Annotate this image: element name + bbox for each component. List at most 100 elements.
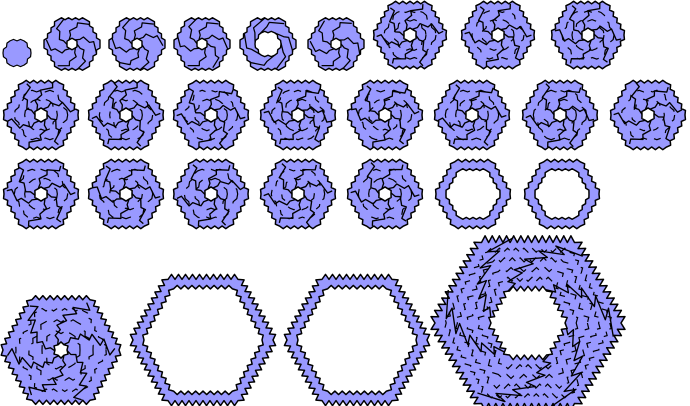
tiling-hole-c2 [119, 186, 133, 202]
piece-boundary [194, 98, 228, 132]
piece-boundary [176, 35, 200, 52]
piece-boundary [556, 87, 582, 110]
tiling-b7 [521, 79, 599, 151]
piece-boundary [176, 195, 210, 207]
piece-boundary [364, 85, 380, 117]
piece-boundary [206, 42, 220, 69]
piece-boundary [278, 163, 293, 195]
piece-boundary [24, 177, 58, 211]
piece-boundary [37, 165, 62, 189]
piece-boundary [274, 32, 294, 52]
piece-boundary [208, 88, 235, 110]
tiling-hole-c1 [34, 186, 48, 202]
piece-boundary [243, 33, 261, 55]
piece-boundary [278, 198, 302, 224]
tiling-c4 [259, 158, 337, 230]
piece-boundary [525, 114, 558, 127]
piece-boundary [464, 31, 496, 46]
tiling-hole-d1 [53, 341, 69, 359]
piece-boundary [500, 24, 532, 38]
tiling-hole-b6 [465, 107, 479, 123]
piece-boundary [203, 34, 229, 49]
piece-boundary [139, 44, 150, 71]
piece-boundary [381, 164, 404, 190]
piece-boundary [66, 349, 88, 401]
piece-boundary [111, 37, 135, 53]
tiling-c3 [172, 158, 250, 230]
piece-boundary [43, 182, 76, 196]
piece-boundary [122, 18, 133, 45]
piece-boundary [128, 103, 161, 116]
piece-boundary [216, 193, 230, 226]
piece-boundary [303, 113, 321, 143]
piece-boundary [46, 114, 62, 146]
piece-boundary [276, 86, 293, 117]
piece-boundary [503, 33, 521, 61]
piece-boundary [581, 3, 601, 31]
piece-boundary [270, 89, 326, 141]
tiling-hole-a5 [254, 30, 282, 58]
tiling-b3 [172, 79, 250, 151]
piece-boundary [357, 89, 413, 141]
piece-boundary [390, 192, 407, 222]
piece-boundary [350, 190, 383, 205]
row-3 [2, 158, 601, 230]
piece-boundary [198, 119, 218, 148]
piece-boundary [321, 47, 341, 67]
piece-boundary [551, 320, 584, 406]
piece-boundary [471, 10, 525, 60]
tiling-hole-c6 [445, 168, 501, 220]
piece-boundary [198, 22, 219, 41]
piece-boundary [252, 17, 266, 43]
piece-boundary [263, 193, 296, 206]
piece-boundary [276, 42, 287, 69]
piece-boundary [194, 177, 228, 211]
tiling-b6 [433, 79, 511, 151]
tiling-a5 [239, 17, 297, 71]
piece-boundary [207, 165, 231, 190]
piece-boundary [300, 181, 333, 194]
piece-boundary [445, 289, 507, 355]
piece-boundary [259, 21, 285, 35]
piece-boundary [27, 305, 56, 352]
piece-boundary [24, 98, 58, 132]
piece-boundary [281, 98, 315, 132]
piece-boundary [301, 106, 332, 123]
piece-boundary [28, 355, 67, 396]
piece-boundary [92, 186, 123, 203]
piece-boundary [98, 89, 154, 141]
piece-boundary [13, 168, 69, 220]
piece-boundary [176, 113, 209, 127]
piece-boundary [104, 165, 121, 196]
tiling-d1 [0, 294, 122, 406]
piece-boundary [391, 39, 414, 64]
piece-boundary [630, 82, 643, 115]
piece-boundary [388, 7, 405, 37]
tiling-c6 [434, 158, 512, 230]
piece-boundary [541, 83, 555, 116]
tiling-hole-b7 [553, 107, 567, 123]
piece-boundary [138, 33, 164, 47]
piece-boundary [54, 302, 91, 346]
piece-boundary [57, 47, 77, 67]
tiling-b8 [609, 79, 687, 151]
piece-boundary [386, 102, 420, 115]
piece-boundary [318, 20, 332, 46]
piece-boundary [6, 118, 40, 129]
piece-boundary [631, 98, 665, 132]
tiling-c2 [87, 158, 165, 230]
piece-boundary [653, 113, 671, 142]
piece-boundary [366, 162, 380, 195]
piece-boundary [91, 115, 125, 128]
piece-boundary [106, 198, 130, 224]
tiling-c1 [2, 158, 80, 230]
piece-boundary [541, 283, 614, 337]
piece-boundary [63, 333, 116, 356]
tiling-a3 [108, 17, 166, 71]
piece-boundary [279, 119, 302, 145]
piece-boundary [76, 43, 87, 70]
piece-boundary [28, 119, 48, 148]
piece-boundary [28, 319, 94, 381]
piece-boundary [197, 198, 218, 227]
